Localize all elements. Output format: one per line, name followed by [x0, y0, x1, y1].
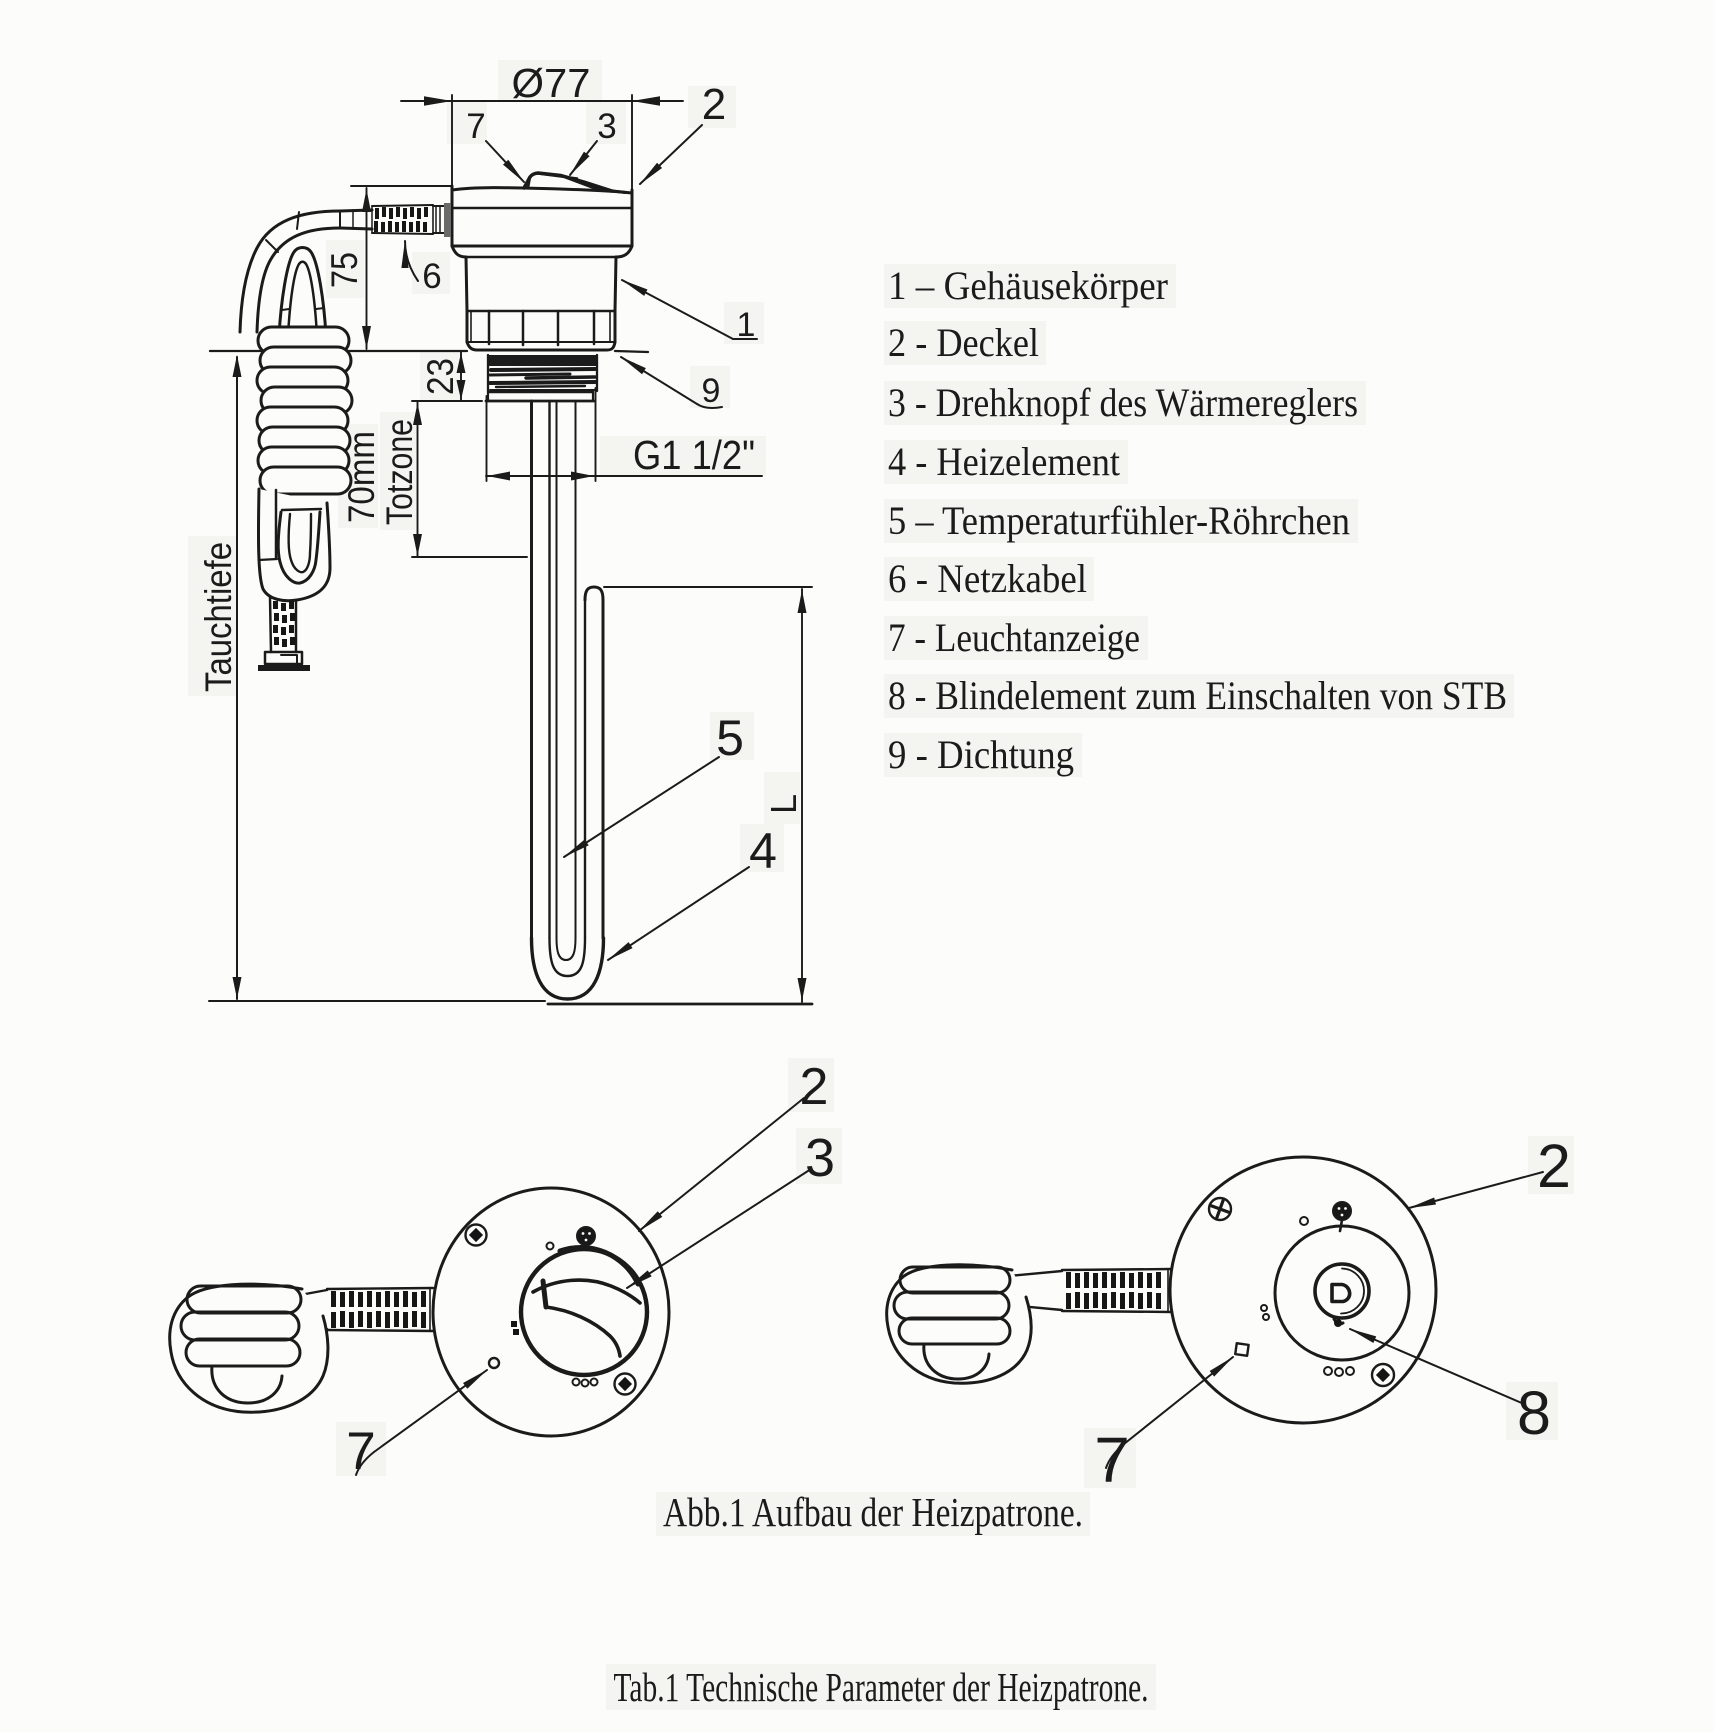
svg-text:5: 5 [716, 710, 744, 766]
svg-text:2: 2 [800, 1058, 829, 1116]
svg-text:4 - Heizelement: 4 - Heizelement [888, 439, 1120, 484]
svg-text:8 - Blindelement zum Einschalt: 8 - Blindelement zum Einschalten von STB [888, 673, 1507, 718]
svg-text:2 - Deckel: 2 - Deckel [888, 320, 1039, 365]
svg-text:Totzone: Totzone [379, 419, 420, 525]
svg-text:23: 23 [420, 358, 461, 395]
svg-text:7: 7 [1094, 1424, 1130, 1496]
svg-text:7 - Leuchtanzeige: 7 - Leuchtanzeige [888, 615, 1140, 660]
svg-text:9 - Dichtung: 9 - Dichtung [888, 732, 1074, 777]
svg-text:Ø77: Ø77 [512, 60, 591, 106]
svg-text:3: 3 [597, 107, 616, 146]
svg-text:3: 3 [805, 1128, 835, 1188]
svg-text:7: 7 [466, 107, 485, 146]
svg-text:6 - Netzkabel: 6 - Netzkabel [888, 556, 1087, 601]
svg-text:2: 2 [702, 80, 726, 129]
svg-text:9: 9 [702, 372, 721, 410]
svg-text:7: 7 [346, 1422, 375, 1481]
svg-text:6: 6 [422, 257, 441, 296]
svg-text:Tauchtiefe: Tauchtiefe [198, 542, 239, 692]
svg-text:Tab.1 Technische Parameter der: Tab.1 Technische Parameter der Heizpatro… [614, 1664, 1149, 1710]
svg-text:Abb.1 Aufbau der Heizpatrone.: Abb.1 Aufbau der Heizpatrone. [663, 1489, 1083, 1535]
svg-text:2: 2 [1537, 1132, 1571, 1200]
svg-text:1: 1 [737, 306, 756, 344]
svg-text:8: 8 [1517, 1379, 1551, 1447]
svg-text:1 – Gehäusekörper: 1 – Gehäusekörper [888, 263, 1168, 308]
svg-text:75: 75 [324, 252, 365, 288]
svg-text:5 – Temperaturfühler-Röhrchen: 5 – Temperaturfühler-Röhrchen [888, 498, 1350, 543]
svg-text:3 - Drehknopf des Wärmereglers: 3 - Drehknopf des Wärmereglers [888, 380, 1358, 425]
svg-text:G1 1/2": G1 1/2" [633, 432, 755, 478]
svg-text:4: 4 [749, 823, 777, 879]
svg-text:L: L [763, 794, 804, 814]
